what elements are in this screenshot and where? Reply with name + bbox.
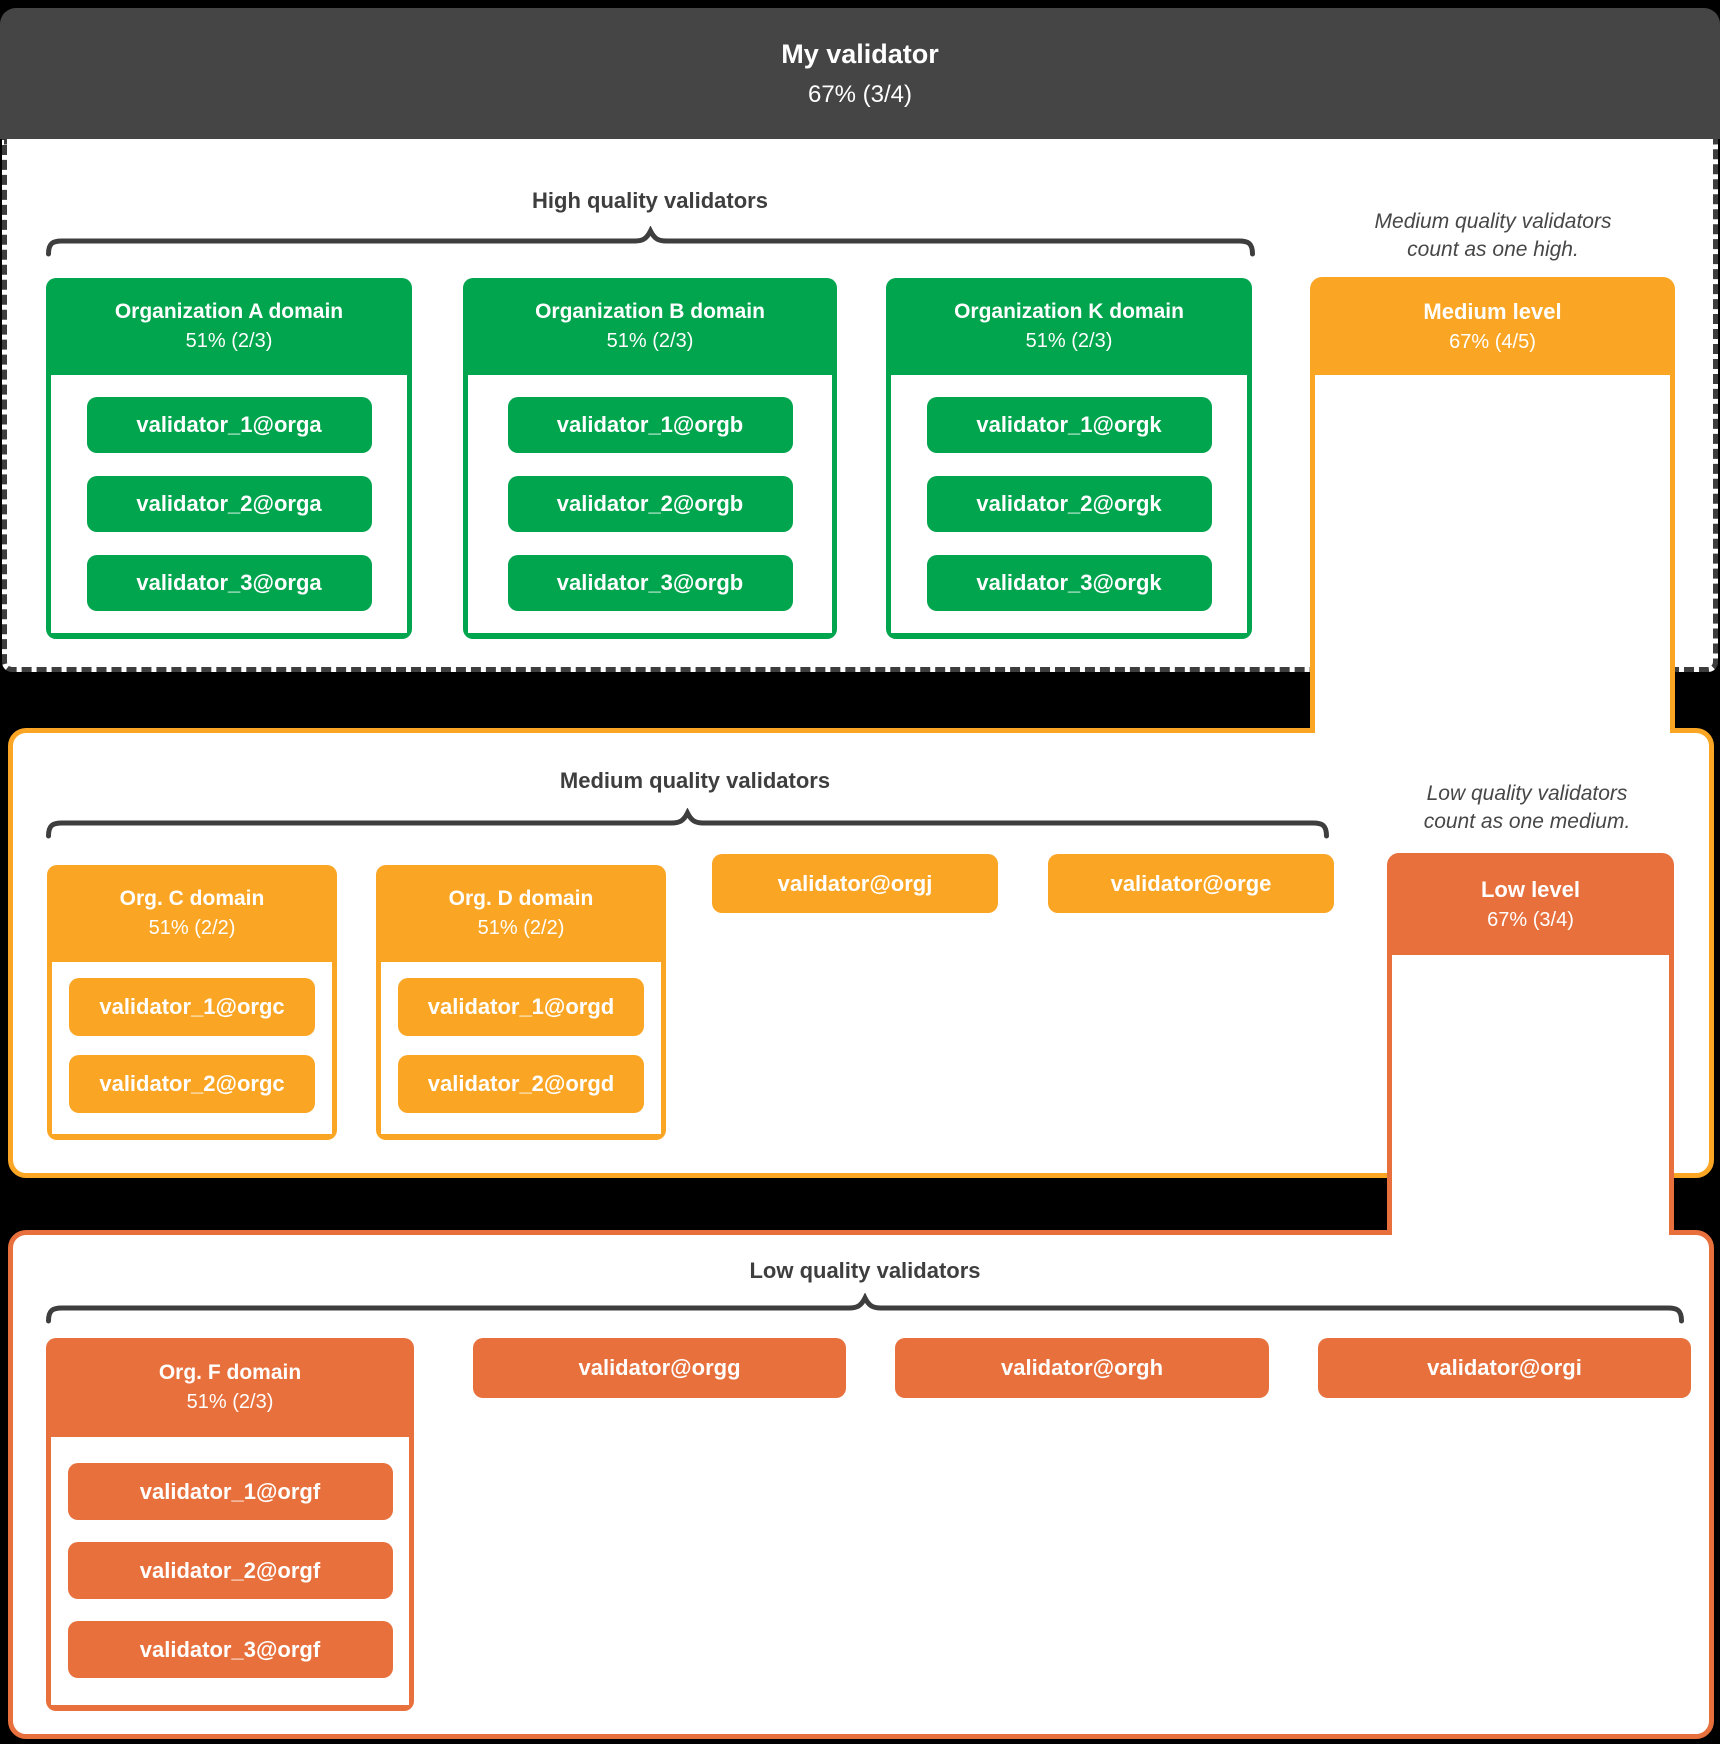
org-f-body: validator_1@orgf validator_2@orgf valida… <box>51 1437 409 1705</box>
org-c-box: Org. C domain 51% (2/2) validator_1@orgc… <box>47 865 337 1140</box>
validator-box: validator_3@orgf <box>67 1621 393 1678</box>
validator-box: validator_1@orgc <box>69 978 315 1036</box>
low-level-connector-box: Low level 67% (3/4) <box>1387 853 1674 1235</box>
org-k-box: Organization K domain 51% (2/3) validato… <box>886 278 1252 639</box>
org-b-title: Organization B domain <box>535 300 765 323</box>
low-level-header: Low level 67% (3/4) <box>1387 853 1674 955</box>
medium-section-heading: Medium quality validators <box>559 768 831 793</box>
low-counts-note: Low quality validators count as one medi… <box>1322 780 1720 836</box>
org-k-title: Organization K domain <box>954 300 1184 323</box>
org-f-box: Org. F domain 51% (2/3) validator_1@orgf… <box>46 1338 414 1711</box>
high-section-brace <box>46 226 1255 257</box>
low-counts-note-line2: count as one medium. <box>1423 810 1631 833</box>
org-a-title: Organization A domain <box>114 300 344 323</box>
high-section-heading: High quality validators <box>532 188 768 213</box>
validator-box: validator_2@orga <box>86 476 372 532</box>
org-d-title: Org. D domain <box>448 887 594 910</box>
validator-box: validator_3@orgk <box>926 555 1212 611</box>
org-d-stat: 51% (2/2) <box>477 917 565 939</box>
my-validator-title: My validator <box>781 38 939 69</box>
validator-orge-box: validator@orge <box>1048 854 1334 913</box>
medium-counts-note-line2: count as one high. <box>1407 238 1579 261</box>
org-f-header: Org. F domain 51% (2/3) <box>46 1338 414 1437</box>
validator-orgg-box: validator@orgg <box>473 1338 846 1398</box>
org-k-stat: 51% (2/3) <box>1025 330 1113 352</box>
org-a-stat: 51% (2/3) <box>185 330 273 352</box>
org-a-box: Organization A domain 51% (2/3) validato… <box>46 278 412 639</box>
my-validator-stat: 67% (3/4) <box>807 80 913 108</box>
medium-level-title: Medium level <box>1423 298 1562 324</box>
org-k-header: Organization K domain 51% (2/3) <box>886 278 1252 375</box>
validator-box: validator_1@orgd <box>398 978 644 1036</box>
org-c-header: Org. C domain 51% (2/2) <box>47 865 337 962</box>
org-b-box: Organization B domain 51% (2/3) validato… <box>463 278 837 639</box>
org-a-header: Organization A domain 51% (2/3) <box>46 278 412 375</box>
validator-box: validator_2@orgf <box>67 1542 393 1599</box>
validator-orgi-box: validator@orgi <box>1318 1338 1691 1398</box>
org-d-header: Org. D domain 51% (2/2) <box>376 865 666 962</box>
low-level-title: Low level <box>1480 876 1581 902</box>
low-counts-note-line1: Low quality validators <box>1426 782 1628 805</box>
validator-box: validator_1@orgk <box>926 397 1212 453</box>
validator-box: validator_2@orgd <box>398 1055 644 1113</box>
org-d-body: validator_1@orgd validator_2@orgd <box>381 962 661 1134</box>
org-b-stat: 51% (2/3) <box>606 330 694 352</box>
validator-box: validator_3@orga <box>86 555 372 611</box>
medium-level-header: Medium level 67% (4/5) <box>1310 277 1675 375</box>
org-k-body: validator_1@orgk validator_2@orgk valida… <box>891 375 1247 633</box>
low-section-heading: Low quality validators <box>749 1258 981 1283</box>
org-b-header: Organization B domain 51% (2/3) <box>463 278 837 375</box>
validator-box: validator_2@orgb <box>507 476 793 532</box>
low-level-connector-body <box>1387 955 1674 1235</box>
validator-box: validator_1@orgb <box>507 397 793 453</box>
low-section-brace <box>46 1293 1684 1324</box>
medium-level-connector-box: Medium level 67% (4/5) <box>1310 277 1675 733</box>
org-c-title: Org. C domain <box>119 887 265 910</box>
org-a-body: validator_1@orga validator_2@orga valida… <box>51 375 407 633</box>
medium-counts-note-line1: Medium quality validators <box>1374 210 1612 233</box>
org-f-stat: 51% (2/3) <box>186 1391 274 1413</box>
org-c-stat: 51% (2/2) <box>148 917 236 939</box>
validator-box: validator_2@orgc <box>69 1055 315 1113</box>
low-level-stat: 67% (3/4) <box>1487 908 1574 931</box>
validator-orgh-box: validator@orgh <box>895 1338 1269 1398</box>
org-c-body: validator_1@orgc validator_2@orgc <box>52 962 332 1134</box>
org-d-box: Org. D domain 51% (2/2) validator_1@orgd… <box>376 865 666 1140</box>
validator-box: validator_1@orgf <box>67 1463 393 1520</box>
validator-box: validator_3@orgb <box>507 555 793 611</box>
validator-orgj-box: validator@orgj <box>712 854 998 913</box>
medium-level-stat: 67% (4/5) <box>1449 330 1536 353</box>
validator-box: validator_1@orga <box>86 397 372 453</box>
medium-counts-note: Medium quality validators count as one h… <box>1288 208 1698 264</box>
validator-box: validator_2@orgk <box>926 476 1212 532</box>
my-validator-header: My validator 67% (3/4) <box>0 8 1720 139</box>
medium-level-connector-body <box>1310 375 1675 733</box>
org-f-title: Org. F domain <box>158 1361 302 1384</box>
medium-section-brace <box>46 808 1329 839</box>
org-b-body: validator_1@orgb validator_2@orgb valida… <box>468 375 832 633</box>
